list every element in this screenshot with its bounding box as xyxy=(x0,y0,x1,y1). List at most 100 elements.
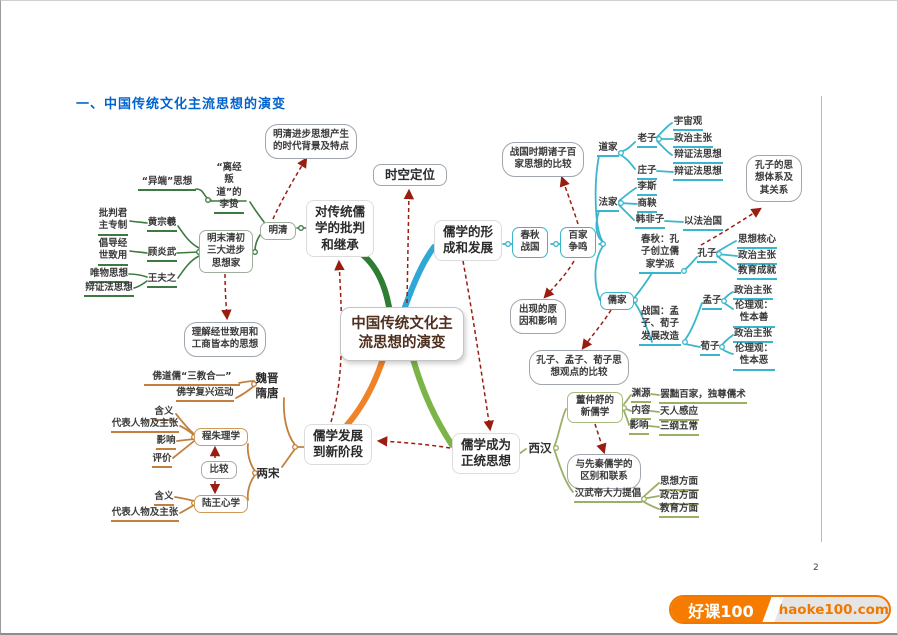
mindmap-node-lijing: “离经叛道”的李贽 xyxy=(214,162,244,215)
mindmap-node-kongzi-zhengzhi: 政治主张 xyxy=(737,250,777,266)
mindmap-node-bubble-mingqing-bg: 明清进步思想产生的时代背景及特点 xyxy=(265,124,357,159)
mindmap-node-liangsong: 两宋 xyxy=(256,466,280,480)
connector-line xyxy=(716,240,737,253)
mindmap-node-zhanguo-mengxun: 战国：孟子、荀子发展改造 xyxy=(639,306,681,347)
mindmap-node-laozi-bianzheng: 辩证法思想 xyxy=(673,149,723,165)
mindmap-node-mengzi: 孟子 xyxy=(702,295,722,311)
mindmap-node-mengzi-lunli: 伦理观：性本善 xyxy=(733,300,775,328)
page-right-rule xyxy=(821,96,822,542)
junction-dot xyxy=(553,241,559,247)
watermark-site: haoke100.com xyxy=(778,601,889,618)
mindmap-node-shikong: 时空定位 xyxy=(373,164,447,187)
mindmap-node-weijin-suitang: 魏晋隋唐 xyxy=(255,371,279,400)
mindmap-node-central: 中国传统文化主流思想的演变 xyxy=(340,307,464,361)
mindmap-node-bubble-kongzi-tixi: 孔子的思想体系及其关系 xyxy=(746,155,802,203)
mindmap-node-chunqiu-zhanguo: 春秋战国 xyxy=(512,227,548,258)
junction-dot xyxy=(618,150,624,156)
junction-dot xyxy=(682,339,688,345)
connector-line xyxy=(238,380,255,384)
junction-dot xyxy=(719,344,725,350)
connector-line xyxy=(623,394,632,405)
mindmap-node-laozi-zhengzhi: 政治主张 xyxy=(673,133,713,149)
junction-dot xyxy=(251,381,257,387)
connector-line xyxy=(176,438,195,442)
junction-dot xyxy=(298,225,304,231)
connector-line xyxy=(128,273,148,278)
mindmap-node-yiduan: “异端”思想 xyxy=(138,176,196,192)
mindmap-node-bachu-baijia: 罢黜百家，独尊儒术 xyxy=(659,389,747,405)
connector-line xyxy=(650,393,660,396)
mindmap-node-yifazhiguo: 以法治国 xyxy=(683,216,723,232)
connector-line xyxy=(595,210,604,243)
mindmap-node-hanfeizi: 韩非子 xyxy=(635,214,665,230)
connector-line xyxy=(129,220,148,224)
connector-line xyxy=(172,440,195,459)
connector-line xyxy=(684,343,701,348)
mindmap-node-jiaoyu-fangmian: 教育方面 xyxy=(659,503,699,519)
junction-dot xyxy=(716,251,722,257)
connector-line xyxy=(179,425,195,436)
junction-dot xyxy=(641,496,647,502)
mindmap-node-hanyi-2: 含义 xyxy=(154,491,174,507)
connector-line xyxy=(623,410,630,426)
connector-line xyxy=(594,245,604,301)
mindmap-node-ruxue-zhengtong: 儒学成为正统思想 xyxy=(452,433,520,474)
connector-line xyxy=(410,356,455,448)
connector-line xyxy=(281,448,296,468)
connector-line xyxy=(179,504,195,514)
connector-line xyxy=(716,255,737,271)
junction-dot xyxy=(600,241,606,247)
mindmap-node-hanwudi: 汉武帝大力提倡 xyxy=(574,488,642,504)
mindmap-node-bubble-kmx-bijiao: 孔子、孟子、荀子思想观点的比较 xyxy=(529,350,629,385)
mindmap-node-daojia: 道家 xyxy=(597,142,619,158)
dashed-arrow xyxy=(221,273,232,321)
mindmap-node-laozi: 老子 xyxy=(637,133,657,149)
connector-line xyxy=(656,170,674,173)
mindmap-node-zhuangzi-bianzheng: 辩证法思想 xyxy=(673,166,723,182)
mindmap-node-fodaoru: 佛道儒“三教合一” xyxy=(144,371,240,387)
mindmap-node-lisi: 李斯 xyxy=(637,181,657,197)
junction-dot xyxy=(553,445,559,451)
mindmap-node-bubble-chuxian: 出现的原因和影响 xyxy=(510,299,566,334)
mindmap-node-zhengzhi-fangmian: 政治方面 xyxy=(659,490,699,506)
dashed-arrow xyxy=(403,188,415,304)
mindmap-node-neirong: 内容 xyxy=(631,405,651,421)
dashed-arrow xyxy=(594,423,607,455)
mindmap-node-xunzi-zhengzhi: 政治主张 xyxy=(733,328,773,344)
junction-dot xyxy=(292,444,298,450)
watermark: 好课100 haoke100.com xyxy=(669,595,891,624)
mindmap-node-wangfuzhi: 王夫之 xyxy=(147,273,177,289)
mindmap-node-fajia: 法家 xyxy=(597,197,619,213)
mindmap-node-chunqiu-kongzi: 春秋：孔子创立儒家学派 xyxy=(639,234,681,275)
mindmap-node-hanyi-1: 含义 xyxy=(154,406,174,422)
mindmap-node-bijiao: 比较 xyxy=(201,461,237,480)
mindmap-node-yuanyuan: 渊源 xyxy=(631,388,651,404)
connector-line xyxy=(634,272,653,298)
dashed-arrow xyxy=(543,260,575,299)
dashed-arrow xyxy=(376,436,451,449)
connector-line xyxy=(721,334,734,346)
dashed-arrow xyxy=(559,175,579,225)
mindmap-node-duichuantong: 对传统儒学的批判和继承 xyxy=(306,200,374,257)
mindmap-node-guyanwu: 顾炎武 xyxy=(147,247,177,263)
mindmap-node-kongzi: 孔子 xyxy=(697,248,717,264)
connector-line xyxy=(246,474,256,501)
mindmap-node-zhuangzi: 庄子 xyxy=(637,165,657,181)
connector-line xyxy=(553,448,574,493)
mindmap-node-chengzhu-lixue: 程朱理学 xyxy=(194,428,248,447)
connector-line xyxy=(618,187,637,202)
dashed-arrow xyxy=(700,207,762,246)
watermark-brand: 好课100 xyxy=(671,597,771,622)
mindmap-node-xihan: 西汉 xyxy=(528,441,552,455)
connector-line xyxy=(235,385,255,399)
mindmap-node-baijia-zhengming: 百家争鸣 xyxy=(560,227,596,258)
mindmap-node-luwang-xinxue: 陆王心学 xyxy=(194,495,248,514)
mindmap-node-weiwu: 唯物思想 xyxy=(89,268,129,284)
connector-line xyxy=(664,220,684,223)
mindmap-node-shangyang: 商鞅 xyxy=(637,198,657,214)
mindmap-node-bubble-lijie: 理解经世致用和工商皆本的思想 xyxy=(184,322,266,357)
mindmap-node-dongzhongshu: 董仲舒的新儒学 xyxy=(567,392,623,423)
junction-dot xyxy=(656,136,662,142)
